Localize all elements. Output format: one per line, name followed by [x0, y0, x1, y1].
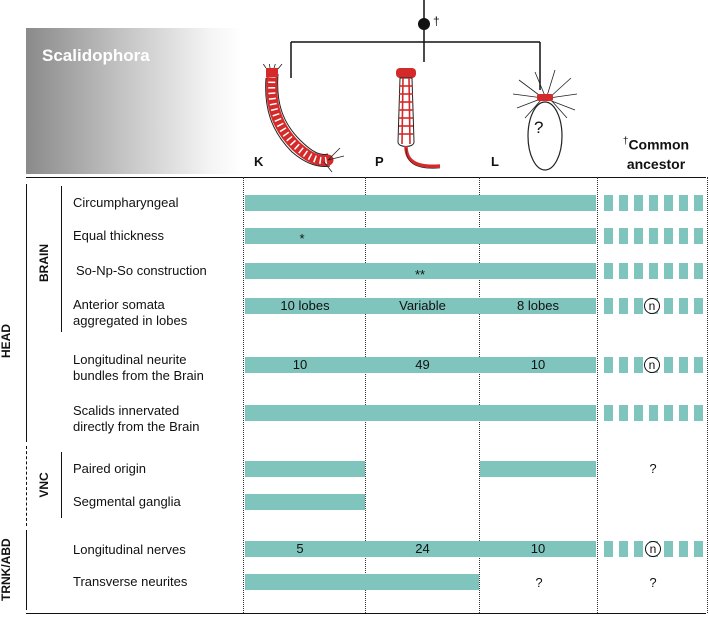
- trait-bar: [245, 405, 596, 421]
- column-divider: [365, 177, 366, 613]
- column-divider: [707, 177, 708, 613]
- unknown-mark: ?: [535, 575, 543, 590]
- footnote-double-star: **: [414, 267, 426, 282]
- row-label-equal-thickness: Equal thickness: [73, 228, 165, 243]
- taxon-letter-l: L: [491, 154, 499, 169]
- trait-bar: [245, 574, 479, 590]
- n-badge: n: [644, 298, 660, 314]
- table-bottom-rule: [26, 613, 706, 614]
- head-bracket-dashed: [26, 446, 27, 526]
- cell-value: 8 lobes: [517, 298, 559, 313]
- brain-bracket: [61, 186, 62, 332]
- cell-value: 5: [296, 541, 304, 556]
- trait-bar: [245, 357, 596, 373]
- group-label-vnc: VNC: [37, 472, 51, 498]
- n-badge: n: [644, 357, 660, 373]
- row-label-segmental-ganglia: Segmental ganglia: [73, 494, 181, 509]
- unknown-mark: ?: [649, 575, 657, 590]
- loricifera-icon: [512, 69, 578, 171]
- trait-bar: [245, 298, 596, 314]
- cell-value: 10: [530, 541, 546, 556]
- trait-bar: [245, 541, 596, 557]
- clade-title: Scalidophora: [42, 46, 150, 65]
- cell-value: 49: [415, 357, 430, 372]
- column-divider: [243, 177, 244, 613]
- vnc-bracket: [61, 452, 62, 518]
- cell-value: 10: [530, 357, 546, 372]
- ancestor-dashed-bar: [604, 263, 704, 279]
- cell-value: 24: [415, 541, 430, 556]
- extinct-dagger: †: [433, 14, 440, 28]
- row-label-longitudinal-nerves: Longitudinal nerves: [73, 542, 186, 557]
- row-label-circumpharyngeal: Circumpharyngeal: [73, 195, 179, 210]
- cell-value: 10 lobes: [280, 298, 330, 313]
- group-label-head: HEAD: [0, 324, 13, 359]
- trunk-bracket: [26, 530, 27, 610]
- trait-bar: [480, 461, 596, 477]
- n-badge: n: [645, 541, 661, 557]
- cell-value: 10: [292, 357, 308, 372]
- group-label-brain: BRAIN: [37, 244, 51, 282]
- taxon-letter-p: P: [375, 154, 384, 169]
- trait-bar: [245, 228, 596, 244]
- column-divider: [597, 177, 598, 613]
- clade-header-band: [26, 28, 242, 174]
- cell-value: Variable: [399, 298, 446, 313]
- row-label-paired-origin: Paired origin: [73, 461, 146, 476]
- priapulid-icon: [396, 68, 441, 169]
- row-label-so-np-so: So-Np-So construction: [76, 263, 207, 278]
- trait-bar: [245, 263, 596, 279]
- ancestor-node: [418, 18, 430, 30]
- row-label-transverse-neurites: Transverse neurites: [73, 574, 188, 589]
- column-divider: [479, 177, 480, 613]
- ancestor-dashed-bar: [604, 228, 704, 244]
- group-label-trunk: TRNK/ABD: [0, 538, 13, 601]
- trait-bar: [245, 461, 365, 477]
- trait-bar: [245, 195, 596, 211]
- ancestor-dashed-bar: [604, 405, 704, 421]
- footnote-star: *: [299, 231, 305, 246]
- phylogeny-tree: [290, 0, 541, 90]
- taxon-letter-k: K: [254, 154, 264, 169]
- trait-bar: [245, 494, 365, 510]
- unknown-mark: ?: [649, 461, 657, 476]
- kinorhynch-icon: [262, 64, 345, 173]
- table-top-rule: [26, 177, 706, 178]
- head-bracket: [26, 184, 27, 442]
- larva-question-mark: ?: [534, 118, 544, 137]
- common-ancestor-label: †Common ancestor: [622, 136, 690, 172]
- ancestor-dashed-bar: [604, 195, 704, 211]
